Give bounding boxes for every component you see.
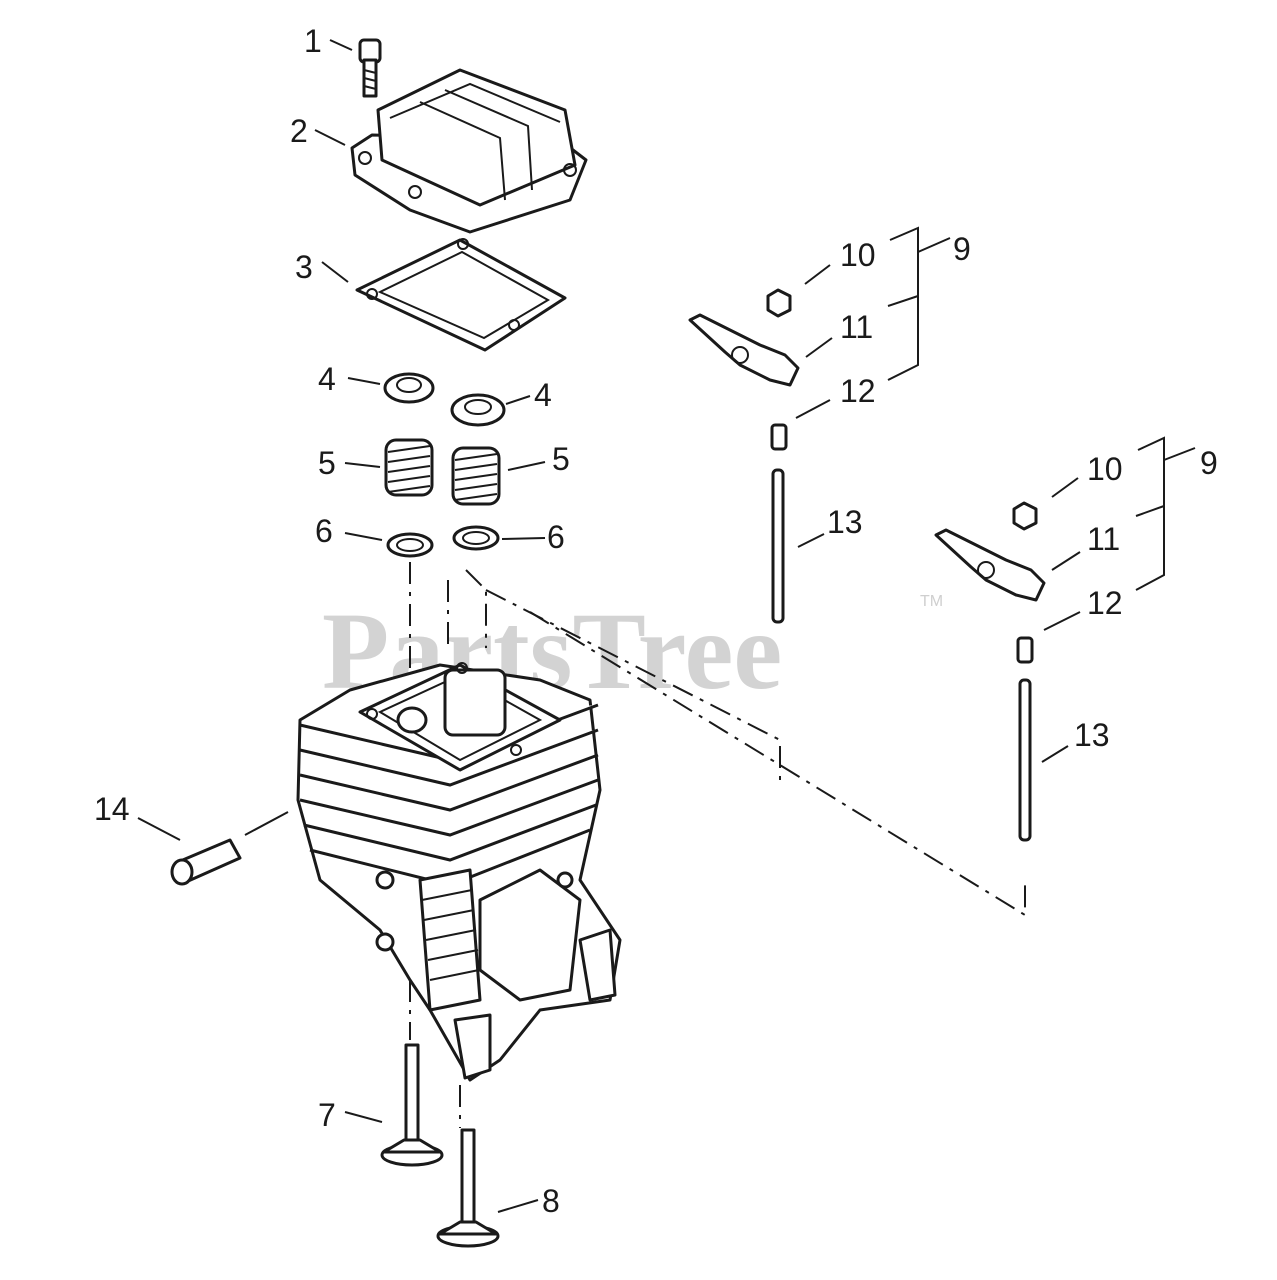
- callout-13-a: 13: [827, 504, 863, 540]
- gasket-part: [355, 238, 567, 352]
- callout-8: 8: [542, 1183, 560, 1219]
- callout-5-left: 5: [318, 445, 336, 481]
- callout-1: 1: [304, 23, 322, 59]
- callout-9-a: 9: [953, 231, 971, 267]
- rocker-assembly-a: [688, 288, 800, 624]
- callout-5-right: 5: [552, 441, 570, 477]
- callout-4-left: 4: [318, 361, 336, 397]
- valve-part-7: [380, 1043, 444, 1167]
- callout-9-b: 9: [1200, 445, 1218, 481]
- callout-6-right: 6: [547, 519, 565, 555]
- callout-14: 14: [94, 791, 130, 827]
- callout-labels: 1 2 3 4 4 5 5 6 6 7 8 14 10 9 11 12 13 1…: [94, 23, 1218, 1219]
- callout-10-b: 10: [1087, 451, 1123, 487]
- callout-11-b: 11: [1087, 521, 1120, 557]
- spring-part-right: [451, 446, 501, 506]
- callout-3: 3: [295, 249, 313, 285]
- washer-part-right: [452, 525, 500, 551]
- callout-2: 2: [290, 113, 308, 149]
- dowel-pin-part: [170, 838, 242, 886]
- retainer-part-right: [450, 393, 506, 427]
- leader-lines: [137, 39, 1196, 1213]
- washer-part-left: [386, 532, 434, 558]
- callout-11-a: 11: [840, 309, 873, 345]
- screw-part: [358, 38, 382, 98]
- callout-7: 7: [318, 1097, 336, 1133]
- callout-12-a: 12: [840, 373, 876, 409]
- watermark-trademark: TM: [920, 593, 943, 610]
- callout-4-right: 4: [534, 377, 552, 413]
- valve-part-8: [436, 1128, 500, 1248]
- callout-12-b: 12: [1087, 585, 1123, 621]
- callout-6-left: 6: [315, 513, 333, 549]
- callout-13-b: 13: [1074, 717, 1110, 753]
- rocker-assembly-b: [934, 501, 1046, 842]
- cylinder-head-assembly: [296, 662, 622, 1082]
- retainer-part-left: [383, 372, 435, 404]
- spring-part-left: [384, 438, 434, 497]
- callout-10-a: 10: [840, 237, 876, 273]
- valve-cover-part: [350, 68, 588, 234]
